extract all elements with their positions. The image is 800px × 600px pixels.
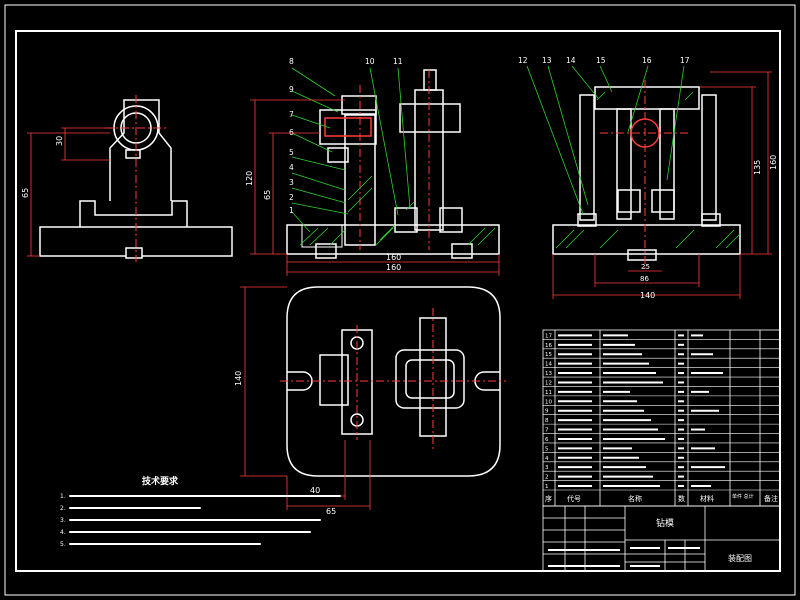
plan-dim-140: 140 bbox=[234, 371, 243, 386]
front-dim-160a: 160 bbox=[386, 253, 401, 262]
side-view-leaders bbox=[526, 65, 685, 215]
front-balloon-9: 9 bbox=[289, 85, 294, 94]
left-dim-30: 30 bbox=[55, 136, 64, 146]
tech-note-1: 1. bbox=[60, 493, 66, 500]
side-view bbox=[552, 86, 741, 261]
plan-dim-40: 40 bbox=[310, 486, 320, 495]
side-dim-140: 140 bbox=[640, 291, 655, 300]
bom-seq-number: 10 bbox=[545, 399, 552, 405]
front-balloon-4: 4 bbox=[289, 163, 294, 172]
side-dim-135: 135 bbox=[753, 160, 762, 175]
bom-seq-number: 15 bbox=[545, 352, 552, 358]
bom-seq-number: 11 bbox=[545, 390, 552, 396]
front-balloon-3: 3 bbox=[289, 178, 294, 187]
title-block-fills bbox=[548, 547, 700, 567]
bom-header-code: 代号 bbox=[567, 494, 581, 503]
side-dim-86: 86 bbox=[640, 275, 649, 283]
bom-header-seq: 序 bbox=[545, 494, 552, 503]
front-balloon-11: 11 bbox=[393, 57, 403, 66]
bom-header: 序 代号 名称 数 材料 单件 总计 备注 bbox=[545, 493, 778, 503]
front-dim-160b: 160 bbox=[386, 263, 401, 272]
front-view-dims bbox=[250, 99, 500, 276]
front-balloon-7: 7 bbox=[289, 110, 294, 119]
front-balloon-8: 8 bbox=[289, 57, 294, 66]
left-view-centerlines bbox=[105, 95, 167, 262]
tech-notes-title: 技术要求 bbox=[142, 475, 179, 487]
bom-seq-number: 12 bbox=[545, 380, 552, 386]
bom-seq-number: 7 bbox=[545, 428, 549, 434]
front-view-balloons: 8 9 7 6 5 4 3 2 1 10 11 bbox=[289, 57, 403, 215]
front-balloon-5: 5 bbox=[289, 148, 294, 157]
bom-seq-column: 17 16 15 14 13 12 11 10 9 8 7 6 5 4 3 2 1 bbox=[545, 333, 552, 490]
bom-seq-number: 13 bbox=[545, 371, 552, 377]
plan-view-centerlines bbox=[280, 308, 506, 450]
inner-frame bbox=[15, 30, 781, 572]
side-balloon-16: 16 bbox=[642, 56, 652, 65]
side-view-centerlines bbox=[600, 80, 690, 270]
tech-note-4: 4. bbox=[60, 529, 66, 536]
side-balloon-13: 13 bbox=[542, 56, 552, 65]
front-balloon-10: 10 bbox=[365, 57, 375, 66]
front-view-leaders bbox=[291, 67, 411, 233]
bom-seq-number: 17 bbox=[545, 333, 552, 339]
side-dim-160: 160 bbox=[769, 155, 778, 170]
bom-seq-number: 14 bbox=[545, 362, 552, 368]
plan-dim-65: 65 bbox=[326, 507, 336, 516]
bom-seq-number: 8 bbox=[545, 418, 549, 424]
title-block bbox=[542, 505, 781, 572]
bom-header-material: 材料 bbox=[700, 494, 714, 503]
tech-note-3: 3. bbox=[60, 517, 66, 524]
front-dim-65: 65 bbox=[263, 190, 272, 200]
bom-table bbox=[542, 329, 781, 507]
bom-header-weight: 单件 总计 bbox=[732, 493, 754, 500]
tech-notes: 1. 2. 3. 4. 5. bbox=[60, 493, 66, 548]
front-balloon-2: 2 bbox=[289, 193, 294, 202]
front-view-hatch bbox=[299, 175, 496, 246]
bom-row-lines bbox=[543, 339, 780, 491]
bom-seq-number: 1 bbox=[545, 484, 549, 490]
side-view-balloons: 12 13 14 15 16 17 bbox=[518, 56, 690, 65]
bom-seq-number: 5 bbox=[545, 446, 549, 452]
bom-seq-number: 3 bbox=[545, 465, 549, 471]
side-balloon-12: 12 bbox=[518, 56, 528, 65]
bom-header-name: 名称 bbox=[628, 494, 642, 503]
side-balloon-14: 14 bbox=[566, 56, 576, 65]
front-view bbox=[286, 69, 500, 259]
bom-seq-number: 4 bbox=[545, 456, 549, 462]
front-dim-120: 120 bbox=[245, 171, 254, 186]
side-dim-25: 25 bbox=[641, 263, 650, 271]
side-view-hatch bbox=[555, 91, 741, 249]
front-balloon-1: 1 bbox=[289, 206, 294, 215]
tech-note-2: 2. bbox=[60, 505, 66, 512]
left-dim-65: 65 bbox=[21, 188, 30, 198]
bom-seq-number: 2 bbox=[545, 475, 549, 481]
title-block-drawing: 装配图 bbox=[728, 553, 752, 563]
side-balloon-15: 15 bbox=[596, 56, 606, 65]
title-block-name: 钻模 bbox=[656, 517, 674, 529]
tech-notes-lines bbox=[69, 495, 341, 545]
front-balloon-6: 6 bbox=[289, 128, 294, 137]
side-balloon-17: 17 bbox=[680, 56, 690, 65]
bom-header-remark: 备注 bbox=[764, 494, 778, 503]
bom-seq-number: 16 bbox=[545, 343, 552, 349]
bom-header-qty: 数 bbox=[678, 494, 685, 503]
plan-view-dims bbox=[240, 286, 371, 510]
outer-frame bbox=[4, 4, 796, 596]
tech-note-5: 5. bbox=[60, 541, 66, 548]
side-view-dims bbox=[552, 71, 772, 299]
bom-seq-number: 9 bbox=[545, 409, 549, 415]
bom-seq-number: 6 bbox=[545, 437, 549, 443]
bom-fill-marks bbox=[558, 334, 725, 487]
left-view-dims bbox=[27, 127, 115, 257]
